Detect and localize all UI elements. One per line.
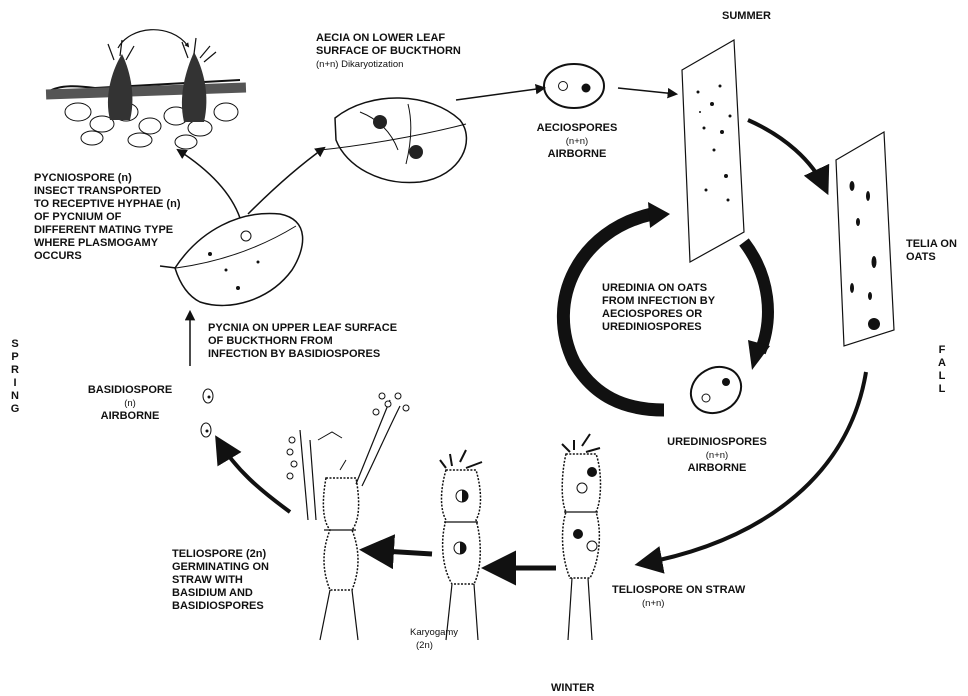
label-pycnia-line: PYCNIA ON UPPER LEAF SURFACE	[208, 322, 397, 335]
season-summer: SUMMER	[722, 10, 771, 23]
label-aeciospores-line: (n+n)	[532, 135, 622, 148]
label-pycniospore-line: TO RECEPTIVE HYPHAE (n)	[34, 198, 180, 211]
label-aecia-line: (n+n) Dikaryotization	[316, 58, 461, 71]
season-fall-letter: A	[935, 357, 949, 370]
aeciospore-cell	[544, 64, 604, 108]
label-telia: TELIA ON OATS	[906, 238, 957, 264]
label-aeciospores: AECIOSPORES (n+n) AIRBORNE	[532, 122, 622, 161]
label-aeciospores-line: AIRBORNE	[532, 148, 622, 161]
label-uredinia-line: UREDINIOSPORES	[602, 321, 715, 334]
oat-leaf-summer	[682, 40, 744, 262]
season-fall-letter: F	[935, 344, 949, 357]
label-telia-line: OATS	[906, 251, 957, 264]
label-telia-line: TELIA ON	[906, 238, 957, 251]
label-karyogamy-line: Karyogamy	[410, 626, 458, 639]
season-fall-letter: L	[935, 370, 949, 383]
season-spring-letter: S	[8, 338, 22, 351]
label-pycniospore: PYCNIOSPORE (n) INSECT TRANSPORTED TO RE…	[34, 172, 180, 263]
season-spring-letter: R	[8, 364, 22, 377]
label-basidiospore-line: AIRBORNE	[80, 410, 180, 423]
label-pycniospore-line: PYCNIOSPORE (n)	[34, 172, 180, 185]
urediniospore-cell	[682, 358, 749, 422]
label-uredinia: UREDINIA ON OATS FROM INFECTION BY AECIO…	[602, 282, 715, 334]
label-aecia-line: SURFACE OF BUCKTHORN	[316, 45, 461, 58]
label-urediniospores-line: (n+n)	[662, 449, 772, 462]
season-fall: F A L L	[935, 344, 949, 396]
season-fall-letter: L	[935, 383, 949, 396]
label-basidiospore: BASIDIOSPORE (n) AIRBORNE	[80, 384, 180, 423]
season-spring-letter: G	[8, 403, 22, 416]
label-karyogamy: Karyogamy (2n)	[410, 626, 458, 652]
label-pycnia: PYCNIA ON UPPER LEAF SURFACE OF BUCKTHOR…	[208, 322, 397, 361]
teliospore-on-straw	[562, 434, 601, 640]
label-urediniospores-line: UREDINIOSPORES	[662, 436, 772, 449]
label-aecia-line: AECIA ON LOWER LEAF	[316, 32, 461, 45]
label-karyogamy-line: (2n)	[410, 639, 458, 652]
label-pycnia-line: OF BUCKTHORN FROM	[208, 335, 397, 348]
label-pycniospore-line: INSECT TRANSPORTED	[34, 185, 180, 198]
label-pycniospore-line: DIFFERENT MATING TYPE	[34, 224, 180, 237]
oat-leaf-fall	[836, 132, 894, 346]
label-pycnia-line: INFECTION BY BASIDIOSPORES	[208, 348, 397, 361]
label-teliospore-germinating-line: BASIDIOSPORES	[172, 600, 269, 613]
label-urediniospores-line: AIRBORNE	[662, 462, 772, 475]
label-teliospore-straw-line: (n+n)	[612, 597, 745, 610]
germinating-teliospore	[287, 393, 409, 640]
season-spring-letter: N	[8, 390, 22, 403]
season-spring-letter: P	[8, 351, 22, 364]
label-teliospore-straw: TELIOSPORE ON STRAW (n+n)	[612, 584, 745, 610]
basidiospore-cells	[201, 389, 213, 437]
label-teliospore-germinating-line: STRAW WITH	[172, 574, 269, 587]
season-spring: S P R I N G	[8, 338, 22, 416]
label-uredinia-line: FROM INFECTION BY	[602, 295, 715, 308]
label-pycniospore-line: OCCURS	[34, 250, 180, 263]
label-basidiospore-line: (n)	[80, 397, 180, 410]
label-teliospore-germinating: TELIOSPORE (2n) GERMINATING ON STRAW WIT…	[172, 548, 269, 613]
label-basidiospore-line: BASIDIOSPORE	[80, 384, 180, 397]
pycnium-cross-section	[46, 30, 246, 149]
label-teliospore-straw-line: TELIOSPORE ON STRAW	[612, 584, 745, 597]
aecia-leaf	[320, 98, 466, 183]
label-teliospore-germinating-line: BASIDIUM AND	[172, 587, 269, 600]
season-spring-letter: I	[8, 377, 22, 390]
label-aecia: AECIA ON LOWER LEAF SURFACE OF BUCKTHORN…	[316, 32, 461, 71]
karyogamy-teliospore	[440, 450, 482, 640]
label-pycniospore-line: WHERE PLASMOGAMY	[34, 237, 180, 250]
label-pycniospore-line: OF PYCNIUM OF	[34, 211, 180, 224]
label-uredinia-line: UREDINIA ON OATS	[602, 282, 715, 295]
label-uredinia-line: AECIOSPORES OR	[602, 308, 715, 321]
season-winter: WINTER	[551, 682, 594, 695]
label-aeciospores-line: AECIOSPORES	[532, 122, 622, 135]
pycnia-leaf	[160, 213, 303, 305]
label-teliospore-germinating-line: TELIOSPORE (2n)	[172, 548, 269, 561]
label-teliospore-germinating-line: GERMINATING ON	[172, 561, 269, 574]
label-urediniospores: UREDINIOSPORES (n+n) AIRBORNE	[662, 436, 772, 475]
